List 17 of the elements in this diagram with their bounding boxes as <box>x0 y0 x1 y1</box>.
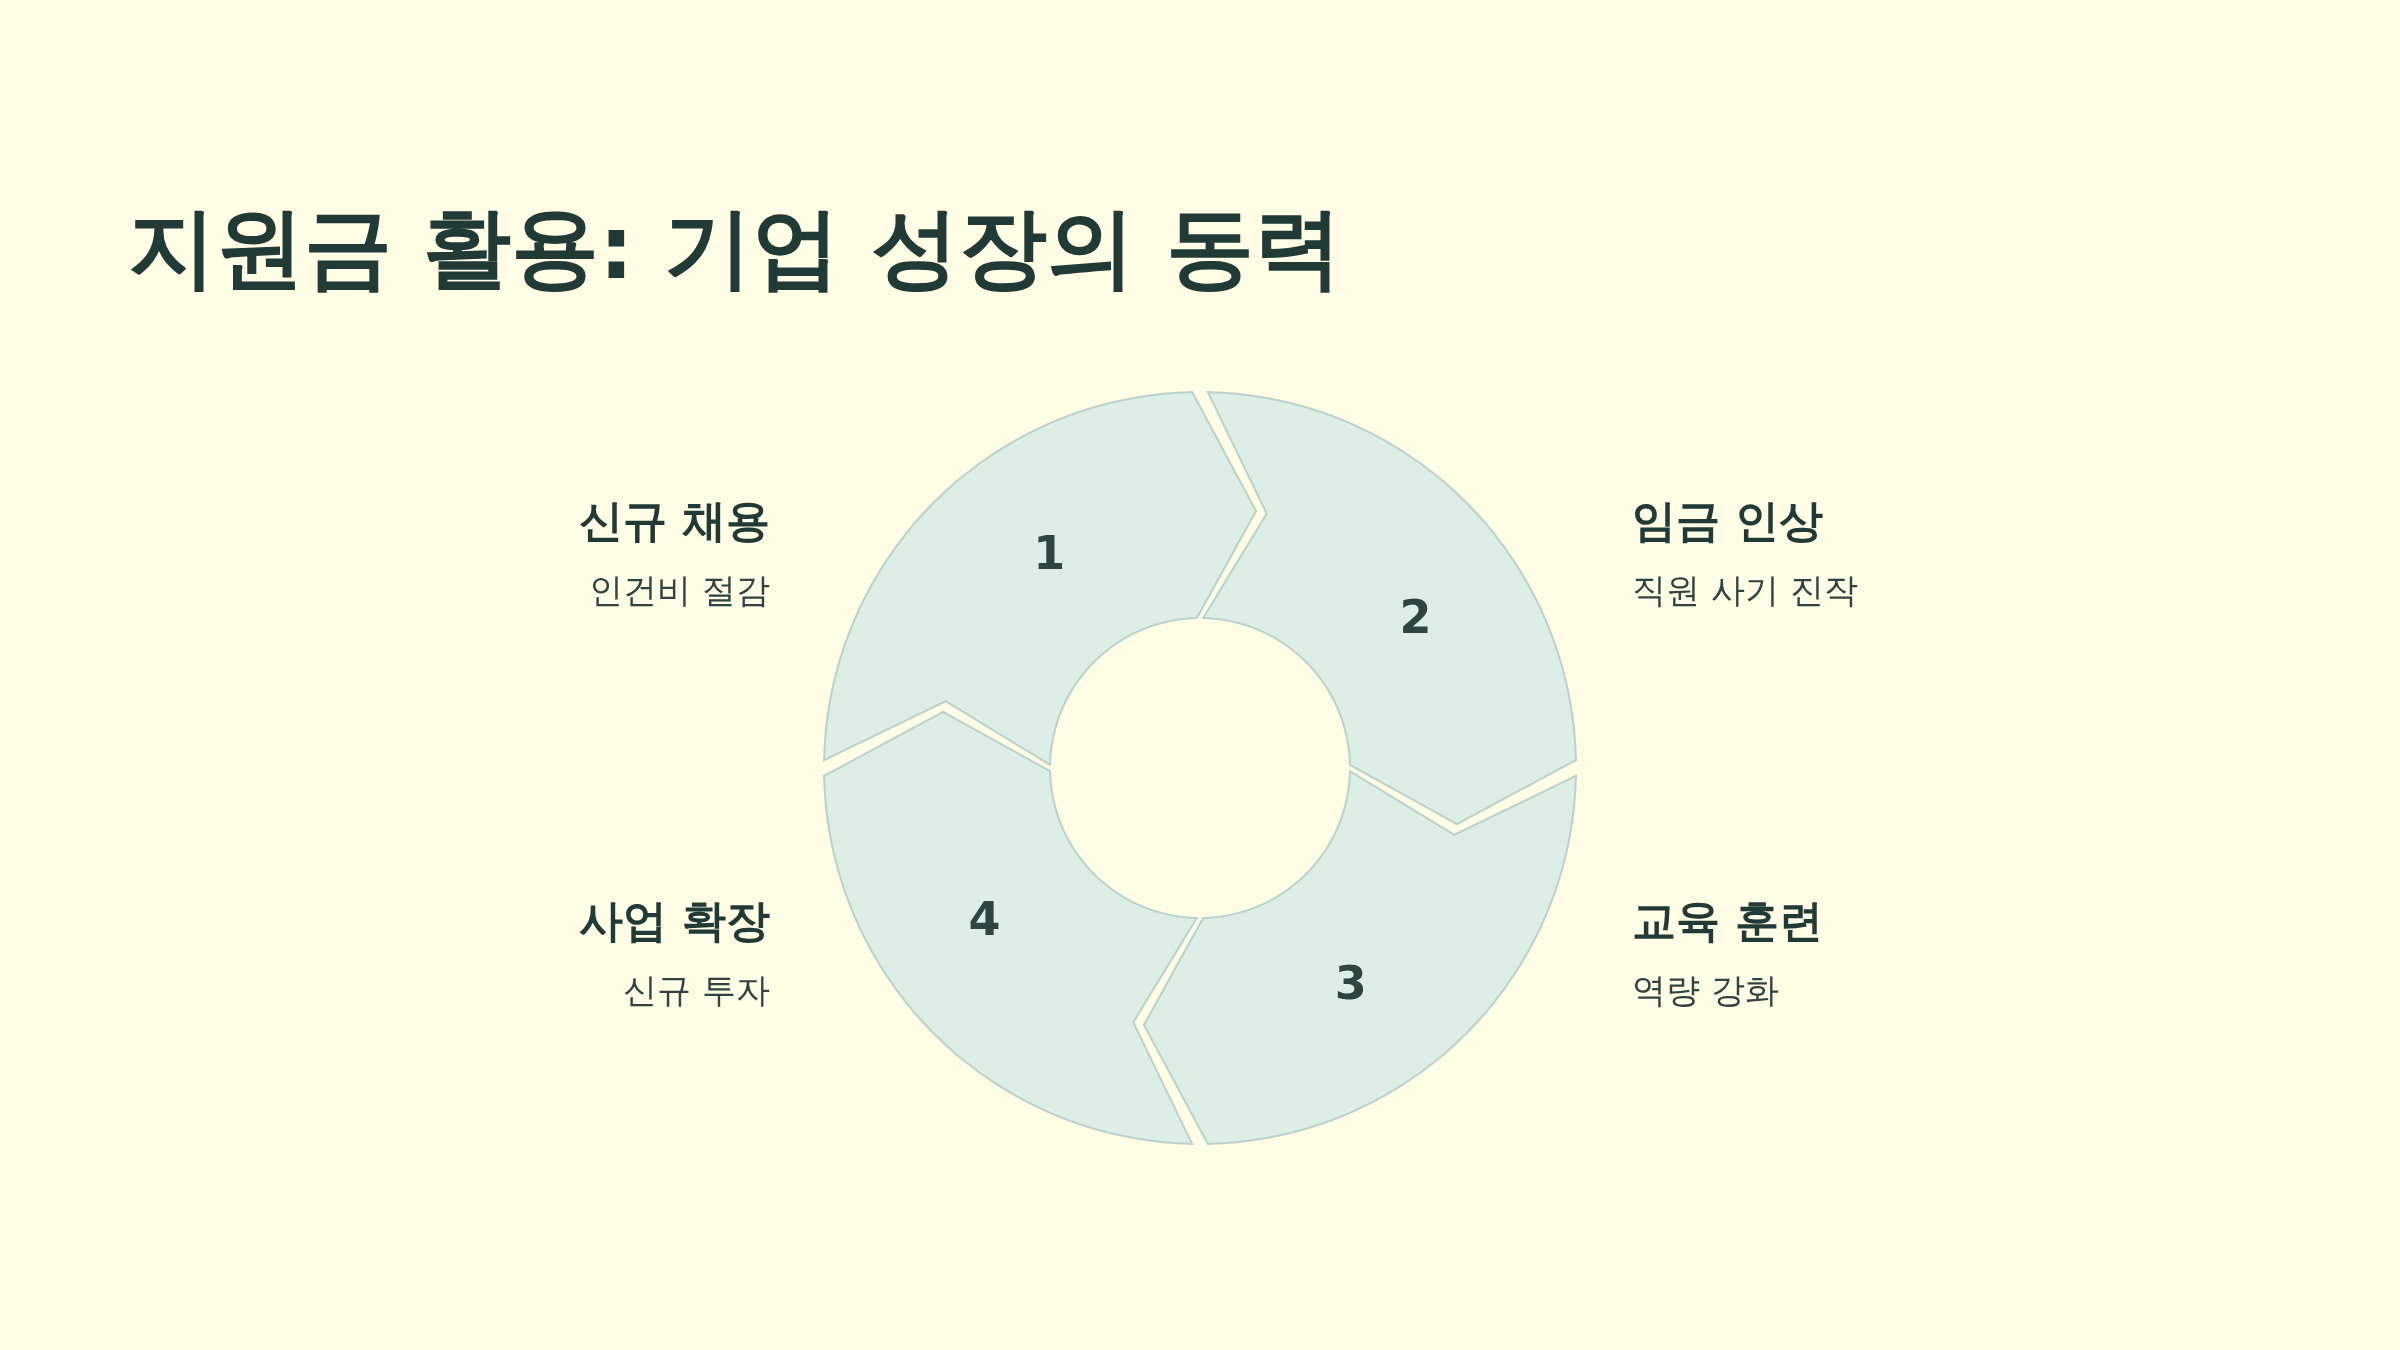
step-heading: 임금 인상 <box>1632 495 1825 548</box>
step-heading: 사업 확장 <box>577 895 770 948</box>
step-number: 1 <box>1033 525 1066 580</box>
step-heading: 교육 훈련 <box>1632 895 1825 948</box>
arrow-segment <box>1142 769 1577 1145</box>
step-description: 역량 강화 <box>1632 969 1780 1011</box>
title: 지원금 활용: 기업 성장의 동력 <box>128 200 1342 297</box>
step-description: 직원 사기 진작 <box>1632 569 1859 611</box>
step-description: 인건비 절감 <box>588 569 770 611</box>
step-number: 2 <box>1399 590 1432 645</box>
arrow-segment <box>1201 391 1577 826</box>
step-description: 신규 투자 <box>622 969 770 1011</box>
step-number: 3 <box>1334 956 1367 1011</box>
arrow-segment <box>823 391 1258 767</box>
step-number: 4 <box>968 891 1001 946</box>
step-heading: 신규 채용 <box>577 495 770 548</box>
arrow-segment <box>823 710 1199 1145</box>
